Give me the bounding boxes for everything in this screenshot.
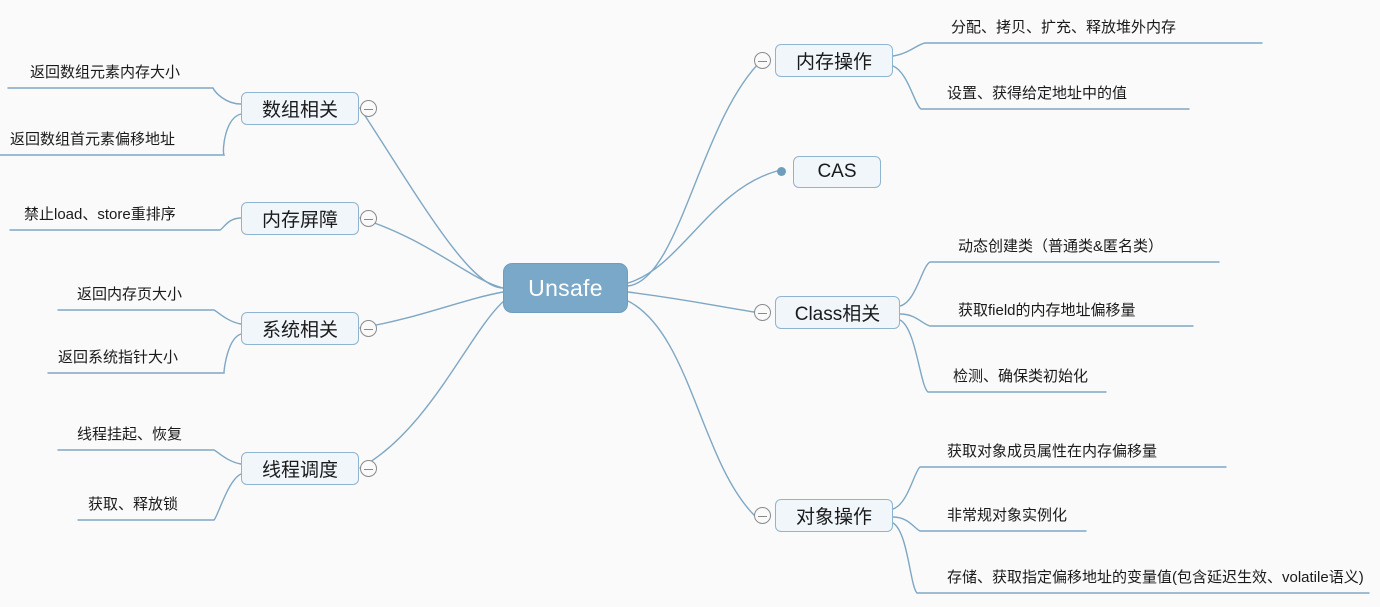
edge-root-class [627,291,755,313]
branch-node-system[interactable]: 系统相关 [241,312,359,345]
edge-root-thread [359,299,506,469]
collapse-toggle-icon-memory-barrier[interactable] [360,210,377,227]
collapse-toggle-icon-object-ops[interactable] [754,507,771,524]
edge-root-object-ops [625,299,755,516]
leaf-node-object-ops-2[interactable]: 存储、获取指定偏移地址的变量值(包含延迟生效、volatile语义) [947,569,1364,586]
leaf-node-class-2[interactable]: 检测、确保类初始化 [953,368,1089,385]
leaf-node-array-1[interactable]: 返回数组首元素偏移地址 [10,131,176,148]
leaf-node-class-0[interactable]: 动态创建类（普通类&匿名类） [958,238,1164,255]
leaf-node-class-1[interactable]: 获取field的内存地址偏移量 [958,302,1136,319]
leaf-node-thread-0[interactable]: 线程挂起、恢复 [77,426,183,443]
leaf-node-system-0[interactable]: 返回内存页大小 [77,286,183,303]
leaf-node-thread-1[interactable]: 获取、释放锁 [88,496,179,513]
edge-root-system [359,291,504,329]
collapse-toggle-icon-system[interactable] [360,320,377,337]
edge-root-array [359,107,504,289]
leaf-node-array-0[interactable]: 返回数组元素内存大小 [30,64,181,81]
edge-mo-c0 [892,42,1263,57]
edge-root-cas [627,170,778,284]
branch-node-thread[interactable]: 线程调度 [241,452,359,485]
branch-node-memory-ops[interactable]: 内存操作 [775,44,893,77]
collapse-toggle-icon-array[interactable] [360,100,377,117]
root-node-unsafe[interactable]: Unsafe [503,263,628,313]
leaf-node-system-1[interactable]: 返回系统指针大小 [58,349,179,366]
edge-cl-c0 [899,261,1220,307]
collapse-toggle-icon-class[interactable] [754,304,771,321]
edge-ob-c0 [892,466,1227,510]
branch-node-object-ops[interactable]: 对象操作 [775,499,893,532]
edge-root-memory-barrier [359,217,504,289]
edge-root-memory-ops [627,59,763,287]
leaf-node-memory-barrier-0[interactable]: 禁止load、store重排序 [24,206,176,223]
leaf-node-memory-ops-0[interactable]: 分配、拷贝、扩充、释放堆外内存 [951,19,1177,36]
branch-node-cas[interactable]: CAS [793,156,881,188]
branch-node-class[interactable]: Class相关 [775,296,900,329]
branch-node-memory-barrier[interactable]: 内存屏障 [241,202,359,235]
branch-node-array[interactable]: 数组相关 [241,92,359,125]
leaf-node-object-ops-0[interactable]: 获取对象成员属性在内存偏移量 [947,443,1158,460]
leaf-node-object-ops-1[interactable]: 非常规对象实例化 [947,507,1068,524]
leaf-dot-icon-cas [777,167,786,176]
collapse-toggle-icon-memory-ops[interactable] [754,52,771,69]
edge-array-c0 [7,87,242,105]
edge-thr-c0 [57,449,242,465]
collapse-toggle-icon-thread[interactable] [360,460,377,477]
leaf-node-memory-ops-1[interactable]: 设置、获得给定地址中的值 [947,85,1128,102]
edge-sys-c0 [57,309,242,325]
